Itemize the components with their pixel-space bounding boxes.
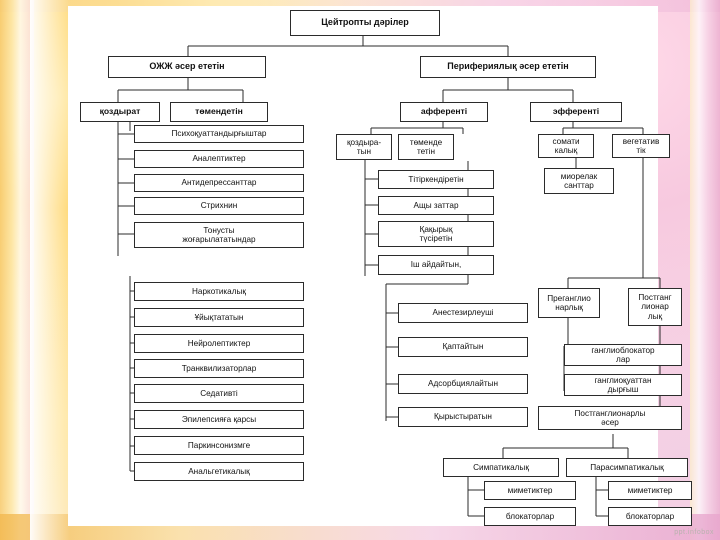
node-antiepileptic[interactable]: Эпилепсияға қарсы <box>134 410 304 429</box>
node-parasympatholytics[interactable]: блокаторлар <box>608 507 692 526</box>
watermark: ppt.infobox <box>674 529 714 536</box>
node-stimulating[interactable]: қоздырат <box>80 102 160 122</box>
node-sympatholytics[interactable]: блокаторлар <box>484 507 576 526</box>
node-sympathetic[interactable]: Симпатикалық <box>443 458 559 477</box>
node-narcotic[interactable]: Наркотикалық <box>134 282 304 301</box>
node-antidepressants[interactable]: Антидепрессанттар <box>134 174 304 192</box>
node-irritant[interactable]: Тітіркендіретін <box>378 170 494 189</box>
node-muscle-relaxants[interactable]: миорелак санттар <box>544 168 614 194</box>
node-strychnine[interactable]: Стрихнин <box>134 197 304 215</box>
node-neuroleptics[interactable]: Нейролептиктер <box>134 334 304 353</box>
left-ribbon-decoration <box>0 0 34 540</box>
node-hypnotics[interactable]: Ұйықтататын <box>134 308 304 327</box>
node-expectorant[interactable]: Қақырық түсіретін <box>378 221 494 247</box>
node-analeptics[interactable]: Аналептиктер <box>134 150 304 168</box>
node-parasympathetic[interactable]: Парасимпатикалық <box>566 458 688 477</box>
node-ganglioblockers[interactable]: ганглиоблокатор лар <box>564 344 682 366</box>
node-coating[interactable]: Қаптайтын <box>398 337 528 357</box>
node-afferent-depressing[interactable]: төменде тетін <box>398 134 454 160</box>
node-depressing[interactable]: төмендетін <box>170 102 268 122</box>
connector-lines <box>117 36 661 517</box>
node-root[interactable]: Цейтропты дәрілер <box>290 10 440 36</box>
node-astringent[interactable]: Қырыстыратын <box>398 407 528 427</box>
node-anesthetic[interactable]: Анестезирлеуші <box>398 303 528 323</box>
node-antiparkinson[interactable]: Паркинсонизмге <box>134 436 304 455</box>
node-tranquilizers[interactable]: Транквилизаторлар <box>134 359 304 378</box>
node-laxative[interactable]: Іш айдайтын, <box>378 255 494 275</box>
node-efferent[interactable]: эфференті <box>530 102 622 122</box>
node-sympathomimetics[interactable]: миметиктер <box>484 481 576 500</box>
node-parasympathomimetics[interactable]: миметиктер <box>608 481 692 500</box>
node-somatic[interactable]: сомати калық <box>538 134 594 158</box>
diagram-canvas: Цейтропты дәрілер ОЖЖ әсер ететін Перифе… <box>68 6 692 526</box>
node-psychostimulants[interactable]: Психоқуаттандырғыштар <box>134 125 304 143</box>
node-vegetative[interactable]: вегетатив тік <box>612 134 670 158</box>
node-postganglionic-action[interactable]: Постганглионарлы әсер <box>538 406 682 430</box>
node-adsorbent[interactable]: Адсорбциялайтын <box>398 374 528 394</box>
left-sheen-decoration <box>30 0 70 540</box>
node-bitters[interactable]: Ащы заттар <box>378 196 494 215</box>
node-sedatives[interactable]: Седативті <box>134 384 304 403</box>
node-postganglionic[interactable]: Постганг лионар лық <box>628 288 682 326</box>
right-ribbon-decoration <box>690 0 720 540</box>
node-peripheral[interactable]: Перифериялық әсер ететін <box>420 56 596 78</box>
node-analgesics[interactable]: Анальгетикалық <box>134 462 304 481</box>
node-cns[interactable]: ОЖЖ әсер ететін <box>108 56 266 78</box>
node-ganglio-stimulants[interactable]: ганглиоқуаттан дырғыш <box>564 374 682 396</box>
node-tonic-raising[interactable]: Тонусты жоғарылататындар <box>134 222 304 248</box>
node-afferent[interactable]: афференті <box>400 102 488 122</box>
node-afferent-stimulating[interactable]: қоздыра- тын <box>336 134 392 160</box>
node-preganglionic[interactable]: Преганглио нарлық <box>538 288 600 318</box>
